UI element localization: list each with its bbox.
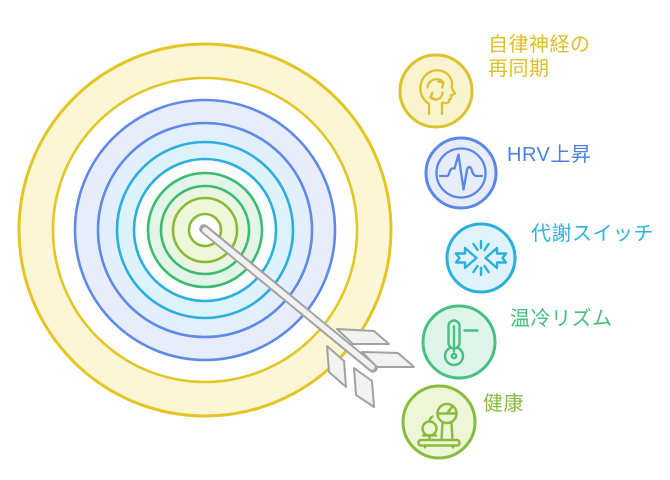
benefit-item-hrv: HRV上昇	[424, 136, 591, 210]
arrow-feather-lower-2	[353, 367, 375, 408]
thermometer-icon	[443, 319, 479, 367]
arrow-feather-upper-1	[336, 328, 390, 345]
benefit-label: HRV上昇	[507, 143, 591, 166]
benefit-circle	[401, 384, 477, 460]
benefit-label-line2: 再同期	[488, 58, 550, 80]
benefit-item-thermal-rhythm: 温冷リズム	[421, 304, 613, 380]
benefit-item-autonomic-resync: 自律神経の 再同期	[398, 33, 597, 129]
benefit-label-line1: 自律神経の	[488, 33, 591, 56]
benefit-circle	[445, 222, 517, 294]
arrow-feather-lower-1	[326, 345, 347, 388]
benefit-label: 温冷リズム	[510, 307, 613, 330]
arrow-feather-upper-2	[361, 351, 415, 368]
hrv-waveform-icon	[435, 147, 487, 199]
arrow	[199, 224, 415, 408]
head-sync-icon	[419, 69, 457, 116]
metabolic-switch-icon	[454, 239, 508, 277]
health-scale-icon	[417, 402, 461, 449]
benefit-item-metabolic-switch: 代謝スイッチ	[445, 222, 654, 294]
benefit-circle	[398, 53, 474, 129]
benefit-label: 健康	[483, 392, 524, 415]
benefit-label: 自律神経の 再同期	[488, 33, 597, 80]
arrow-shaft-highlight	[202, 227, 375, 370]
benefit-item-health: 健康	[401, 384, 524, 460]
benefit-label: 代謝スイッチ	[531, 222, 654, 245]
